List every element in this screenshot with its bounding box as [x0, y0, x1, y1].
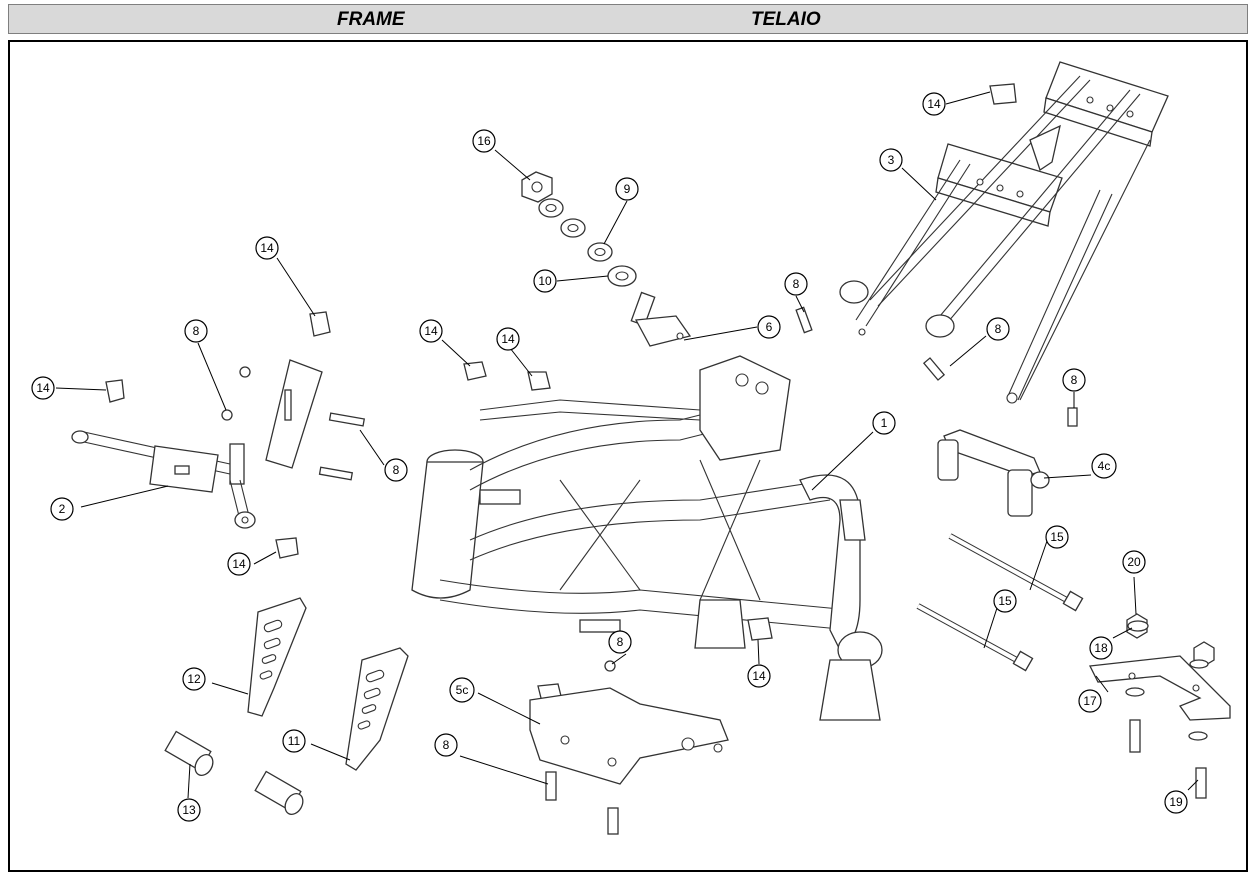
part-4c-shock-bracket — [937, 429, 1050, 517]
callout-14: 14 — [747, 664, 771, 688]
callout-16: 16 — [472, 129, 496, 153]
callout-label: 15 — [1050, 530, 1064, 544]
callout-4c: 4c — [1091, 453, 1117, 479]
callout-label: 17 — [1083, 694, 1097, 708]
callout-2: 2 — [50, 497, 74, 521]
callout-8: 8 — [184, 319, 208, 343]
callout-14: 14 — [496, 327, 520, 351]
callout-label: 11 — [288, 734, 301, 748]
part-15-long-bolts — [916, 533, 1084, 672]
callout-14: 14 — [419, 319, 443, 343]
leader-lines — [55, 91, 1199, 799]
callout-label: 15 — [998, 594, 1012, 608]
callout-14: 14 — [227, 552, 251, 576]
title-english: FRAME — [337, 9, 405, 30]
callout-label: 9 — [624, 182, 631, 196]
callout-20: 20 — [1122, 550, 1146, 574]
callout-14: 14 — [31, 376, 55, 400]
callout-label: 16 — [477, 134, 491, 148]
callout-15: 15 — [1045, 525, 1069, 549]
callout-label: 8 — [1071, 373, 1078, 387]
callout-label: 8 — [393, 463, 400, 477]
callout-18: 18 — [1089, 636, 1113, 660]
callout-label: 12 — [187, 672, 201, 686]
callout-label: 8 — [443, 738, 450, 752]
callout-19: 19 — [1164, 790, 1188, 814]
callout-8: 8 — [1062, 368, 1086, 392]
part-6-pivot-bracket — [630, 291, 692, 347]
part-10-bushing — [607, 265, 637, 287]
callout-label: 14 — [232, 557, 246, 571]
callout-9: 9 — [615, 177, 639, 201]
callout-17: 17 — [1078, 689, 1102, 713]
callout-label: 14 — [260, 241, 274, 255]
callout-6: 6 — [757, 315, 781, 339]
callout-label: 1 — [881, 416, 888, 430]
part-3-rear-subframe — [839, 61, 1169, 404]
callout-15: 15 — [993, 589, 1017, 613]
callout-label: 14 — [927, 97, 941, 111]
callout-label: 13 — [182, 803, 196, 817]
part-13-spacers — [164, 730, 304, 815]
callout-12: 12 — [182, 667, 206, 691]
callout-1: 1 — [872, 411, 896, 435]
callout-label: 8 — [793, 277, 800, 291]
part-1-main-frame — [411, 355, 883, 721]
callout-11: 11 — [282, 729, 306, 753]
callout-10: 10 — [533, 269, 557, 293]
callout-label: 14 — [424, 324, 438, 338]
part-12-side-plate — [247, 597, 307, 717]
callout-label: 19 — [1169, 795, 1183, 809]
callout-label: 14 — [36, 381, 50, 395]
part-9-washers — [538, 198, 613, 262]
callout-label: 4c — [1098, 459, 1111, 473]
callout-label: 8 — [617, 635, 624, 649]
callout-label: 18 — [1094, 641, 1108, 655]
callout-label: 8 — [193, 324, 200, 338]
callout-14: 14 — [255, 236, 279, 260]
part-2-front-bracket — [71, 359, 323, 529]
part-17-bracket-plate — [1089, 655, 1231, 721]
callout-3: 3 — [879, 148, 903, 172]
callout-8: 8 — [986, 317, 1010, 341]
header-bar: FRAME TELAIO — [8, 4, 1248, 34]
callout-label: 14 — [752, 669, 766, 683]
callout-label: 2 — [59, 502, 66, 516]
callout-label: 20 — [1127, 555, 1141, 569]
callout-8: 8 — [384, 458, 408, 482]
callout-label: 8 — [995, 322, 1002, 336]
part-5c-under-bracket — [529, 687, 729, 785]
callout-label: 3 — [888, 153, 895, 167]
callout-14: 14 — [922, 92, 946, 116]
callout-label: 10 — [538, 274, 552, 288]
callout-label: 6 — [766, 320, 773, 334]
callout-8: 8 — [608, 630, 632, 654]
title-italian: TELAIO — [751, 9, 821, 30]
callout-8: 8 — [784, 272, 808, 296]
callout-5c: 5c — [449, 677, 475, 703]
callout-13: 13 — [177, 798, 201, 822]
part-11-side-plate — [345, 647, 409, 771]
callout-label: 5c — [456, 683, 469, 697]
callout-label: 14 — [501, 332, 515, 346]
small-fastener-parts — [105, 83, 1215, 835]
callout-8: 8 — [434, 733, 458, 757]
